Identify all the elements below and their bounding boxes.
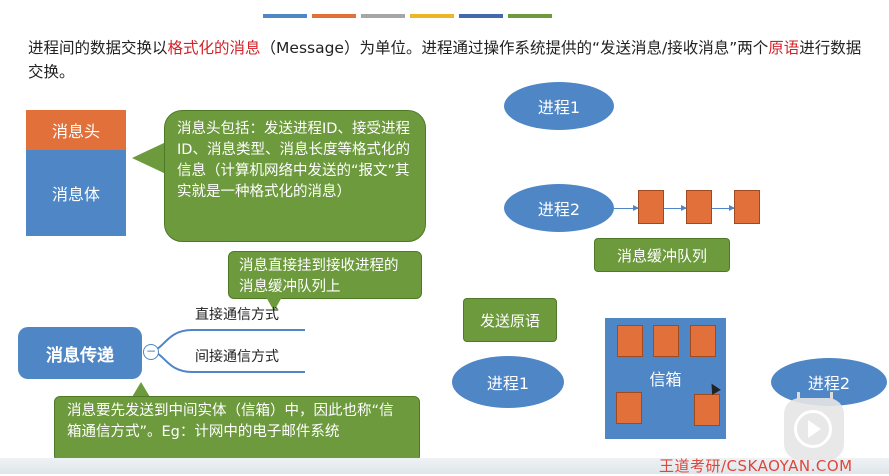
tv-antenna-icon (797, 392, 833, 402)
color-bar (361, 14, 405, 18)
mailbox-sender-process-1: 进程1 (452, 356, 564, 408)
callout-tail (132, 142, 166, 174)
send-primitive-label: 发送原语 (463, 298, 557, 342)
title-color-bars (263, 14, 552, 18)
intro-text: 进程间的数据交换以 (28, 39, 168, 57)
play-icon[interactable] (808, 420, 821, 438)
queue-message-block (734, 190, 760, 224)
watermark-text: 王道考研/CSKAOYAN.COM (659, 457, 853, 475)
mailbox-message-block (616, 392, 642, 424)
process-1-node: 进程1 (504, 82, 614, 130)
intro-text: （Message）为单位。进程通过操作系统提供的“发送消息/接收消息”两个 (260, 39, 769, 57)
mailbox-message-block (617, 325, 643, 357)
branch-indirect-communication[interactable]: 间接通信方式 (195, 349, 279, 365)
color-bar (459, 14, 503, 18)
queue-arrow (614, 205, 639, 211)
mailbox-message-block (690, 325, 716, 357)
mindmap-central-topic[interactable]: 消息传递 (18, 327, 142, 379)
color-bar (410, 14, 454, 18)
direct-communication-callout: 消息直接挂到接收进程的消息缓冲队列上 (228, 251, 422, 299)
queue-arrow (664, 205, 687, 211)
intro-highlight-primitive: 原语 (768, 39, 800, 57)
mailbox-label: 信箱 (649, 370, 682, 389)
intro-paragraph: 进程间的数据交换以格式化的消息（Message）为单位。进程通过操作系统提供的“… (28, 36, 868, 84)
queue-message-block (638, 190, 664, 224)
play-ring-icon (794, 410, 832, 448)
color-bar (508, 14, 552, 18)
queue-message-block (686, 190, 712, 224)
branch-direct-communication[interactable]: 直接通信方式 (195, 307, 279, 323)
mailbox-message-block (694, 394, 720, 426)
collapse-toggle-icon[interactable]: − (143, 344, 159, 360)
indirect-communication-callout: 消息要先发送到中间实体（信箱）中，因此也称“信箱通信方式”。Eg：计网中的电子邮… (54, 396, 420, 462)
process-2-node: 进程2 (504, 184, 614, 232)
message-head-block: 消息头 (26, 110, 126, 150)
queue-arrow (712, 205, 735, 211)
color-bar (312, 14, 356, 18)
message-body-block: 消息体 (26, 150, 126, 236)
mailbox-message-block (653, 325, 679, 357)
callout-tail (266, 297, 282, 311)
intro-highlight-formatted-message: 格式化的消息 (167, 39, 261, 57)
callout-tail (132, 382, 150, 397)
message-queue-label: 消息缓冲队列 (594, 238, 730, 272)
message-head-callout: 消息头包括：发送进程ID、接受进程ID、消息类型、消息长度等格式化的信息（计算机… (164, 110, 426, 242)
bottom-decoration (0, 458, 889, 474)
color-bar (263, 14, 307, 18)
intro-text: 进行数据交换。 (28, 39, 862, 81)
